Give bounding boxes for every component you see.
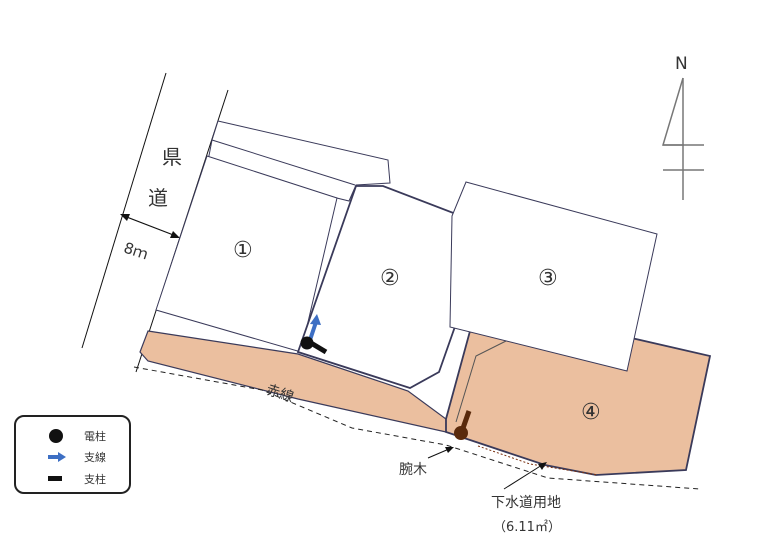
support-pole-icon bbox=[48, 476, 62, 481]
legend-item-support-pole: 支柱 bbox=[16, 470, 129, 488]
utility-pole-group-2 bbox=[454, 410, 472, 440]
red-line-boundary bbox=[133, 366, 701, 490]
lot-2-label: ② bbox=[380, 266, 400, 291]
north-arrow-icon bbox=[661, 77, 704, 200]
access-strip bbox=[206, 120, 391, 202]
road-edge-left bbox=[81, 72, 167, 349]
road-width-arrow bbox=[120, 214, 180, 238]
crossarm-label: 腕木 bbox=[399, 462, 427, 478]
lot-4-inner-line bbox=[455, 340, 507, 423]
road-width-label: 8ｍ bbox=[121, 239, 150, 264]
sewer-land-arrow bbox=[503, 464, 543, 490]
utility-pole-icon bbox=[454, 426, 468, 440]
crossarm-arrow bbox=[427, 448, 450, 459]
lot-2 bbox=[296, 185, 492, 389]
legend: 電柱 支線 支柱 bbox=[14, 415, 131, 494]
lot-3 bbox=[449, 181, 658, 372]
road-name-char-2: 道 bbox=[148, 186, 168, 210]
sewer-land-arrowhead bbox=[538, 462, 547, 470]
road-name-char-1: 県 bbox=[162, 145, 182, 169]
legend-label-utility-pole: 電柱 bbox=[84, 430, 106, 443]
support-pole-icon bbox=[309, 340, 328, 355]
lot-4-label: ④ bbox=[581, 400, 601, 425]
lot-3-label: ③ bbox=[538, 266, 558, 291]
guy-wire-icon bbox=[48, 452, 66, 462]
utility-pole-icon bbox=[300, 336, 314, 350]
crossarm-arrowhead bbox=[445, 447, 454, 453]
sewer-land-dotted-line bbox=[477, 445, 599, 476]
legend-item-utility-pole: 電柱 bbox=[16, 427, 129, 445]
access-strip-inner bbox=[211, 139, 356, 186]
utility-pole-group-1 bbox=[300, 314, 328, 355]
legend-label-guy-wire: 支線 bbox=[84, 451, 106, 464]
legend-label-support-pole: 支柱 bbox=[84, 473, 106, 486]
sewer-land-area: （6.11㎡） bbox=[493, 520, 561, 535]
sewer-land-label: 下水道用地 bbox=[491, 495, 561, 511]
legend-item-guy-wire: 支線 bbox=[16, 448, 129, 466]
utility-pole-icon bbox=[49, 429, 63, 443]
north-label: N bbox=[675, 54, 688, 74]
lot-1-label: ① bbox=[233, 238, 253, 263]
